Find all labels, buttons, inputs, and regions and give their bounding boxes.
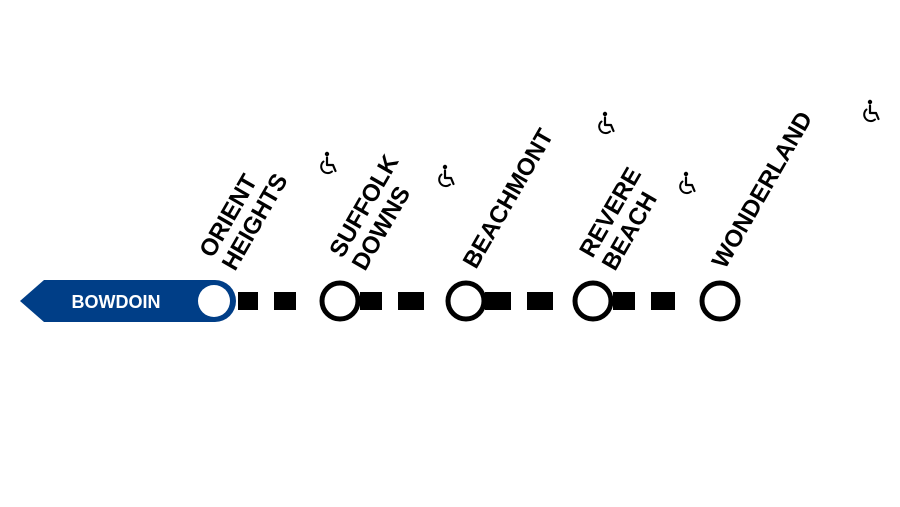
station-label: ORIENT HEIGHTS <box>194 156 293 275</box>
station-label: WONDERLAND <box>707 107 818 273</box>
station-label: REVERE BEACH <box>574 157 673 275</box>
station-marker <box>445 280 487 322</box>
terminus-bowdoin: BOWDOIN <box>20 280 236 322</box>
station-orient-heights: ORIENT HEIGHTS <box>194 150 337 275</box>
track <box>238 292 675 310</box>
terminus-station-dot <box>198 285 230 317</box>
track-segment <box>485 292 511 310</box>
station-label: SUFFOLK DOWNS <box>324 145 430 275</box>
track-segment <box>274 292 296 310</box>
wheelchair-icon <box>863 98 880 123</box>
station-label-line: BEACHMONT <box>458 124 560 273</box>
track-segment <box>527 292 553 310</box>
station-suffolk-downs: SUFFOLK DOWNS <box>319 145 455 322</box>
track-segment <box>613 292 635 310</box>
track-segment <box>651 292 675 310</box>
station-label: BEACHMONT <box>458 124 560 273</box>
track-segment <box>360 292 382 310</box>
wheelchair-icon <box>320 150 337 175</box>
arrow-left-icon <box>20 280 236 322</box>
station-marker <box>572 280 614 322</box>
track-segment <box>398 292 424 310</box>
station-marker <box>699 280 741 322</box>
wheelchair-icon <box>438 163 455 188</box>
station-label-line: WONDERLAND <box>707 107 818 273</box>
track-segment <box>238 292 258 310</box>
terminus-label: BOWDOIN <box>72 292 161 312</box>
wheelchair-icon <box>679 170 696 195</box>
station-wonderland: WONDERLAND <box>699 98 880 322</box>
wheelchair-icon <box>598 110 615 135</box>
station-marker <box>319 280 361 322</box>
